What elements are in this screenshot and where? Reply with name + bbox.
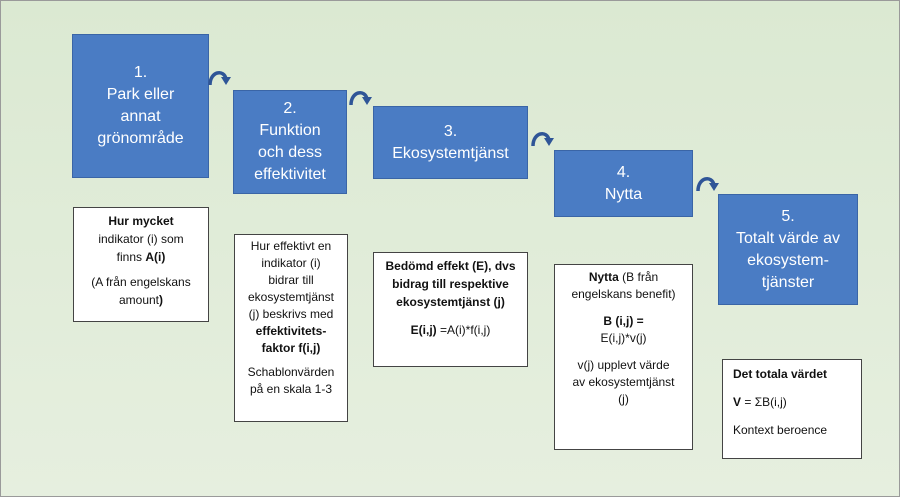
curved-arrow-icon (208, 71, 231, 86)
note-5-line-3: Kontext beroence (733, 423, 828, 437)
step-3-line-1: Ekosystemtjänst (392, 144, 509, 162)
note-1-line-2: indikator (i) som (98, 232, 184, 246)
step-5-line-2: ekosystem- (747, 251, 829, 269)
note-2-tail-1: Schablonvärden (247, 365, 335, 379)
note-1-symbol: A(i) (145, 250, 166, 264)
step-1-line-2: annat (120, 108, 161, 125)
step-1-line-1: Park eller (106, 86, 175, 103)
step-5-line-3: tjänster (761, 273, 815, 291)
note-1: Hur mycket indikator (i) som finns A(i) … (73, 207, 209, 322)
note-2-line-2: indikator (i) (261, 256, 321, 270)
step-1-line-3: grönområde (97, 130, 184, 147)
step-2-line-2: och dess (257, 144, 323, 161)
note-5: Det totala värdet V = ΣB(i,j) Kontext be… (722, 359, 862, 459)
note-2-line-4: ekosystemtjänst (247, 290, 335, 304)
note-3-formula: =A(i)*f(i,j) (436, 323, 491, 337)
note-4-heading-rest: (B från (618, 270, 659, 284)
note-4-line-2: engelskans benefit) (571, 287, 676, 301)
note-5-symbol: V (733, 395, 742, 409)
note-1-heading: Hur mycket (108, 214, 174, 228)
note-3-bold-3: ekosystemtjänst (j) (396, 295, 505, 309)
note-2-bold-2: faktor f(i,j) (261, 341, 321, 355)
step-5-number: 5. (781, 207, 795, 225)
step-2-line-3: effektivitet (254, 166, 326, 183)
note-3-bold-1: Bedömd effekt (E), dvs (385, 259, 516, 273)
step-4-number: 4. (616, 163, 631, 181)
step-2-box: 2. Funktion och dess effektivitet (233, 90, 347, 194)
note-3-formula-symbol: E(i,j) (410, 323, 437, 337)
note-2-line-5: (j) beskrivs med (248, 307, 334, 321)
curved-arrow-icon (696, 177, 719, 192)
note-5-formula: = ΣB(i,j) (741, 395, 787, 409)
note-1-line-5: amount (118, 293, 160, 307)
note-4-formula-label: B (i,j) = (603, 314, 644, 328)
step-1-box: 1. Park eller annat grönområde (72, 34, 209, 178)
step-4-box: 4. Nytta (554, 150, 693, 217)
note-4-heading: Nytta (588, 270, 619, 284)
step-5-box: 5. Totalt värde av ekosystem- tjänster (718, 194, 858, 305)
curved-arrow-icon (349, 91, 372, 106)
note-1-paren: ) (159, 293, 164, 307)
note-1-line-4: (A från engelskans (91, 275, 191, 289)
note-4-line-5: v(j) upplevt värde (577, 358, 670, 372)
note-4-formula: E(i,j)*v(j) (600, 331, 647, 345)
note-3-bold-2: bidrag till respektive (392, 277, 509, 291)
note-2-line-3: bidrar till (268, 273, 314, 287)
note-2-tail-2: på en skala 1-3 (249, 382, 333, 396)
note-2-line-1: Hur effektivt en (250, 239, 332, 253)
note-2-bold-1: effektivitets- (255, 324, 327, 338)
note-4: Nytta (B från engelskans benefit) B (i,j… (554, 264, 693, 450)
step-1-number: 1. (133, 64, 148, 81)
step-4-line-1: Nytta (604, 185, 643, 203)
step-2-line-1: Funktion (259, 122, 321, 139)
note-5-heading: Det totala värdet (733, 367, 828, 381)
step-3-number: 3. (443, 122, 458, 140)
note-2: Hur effektivt en indikator (i) bidrar ti… (234, 234, 348, 422)
step-2-number: 2. (283, 100, 297, 117)
curved-arrow-icon (531, 132, 554, 147)
note-3: Bedömd effekt (E), dvs bidrag till respe… (373, 252, 528, 367)
step-5-line-1: Totalt värde av (735, 229, 841, 247)
note-4-line-7: (j) (618, 392, 629, 406)
note-1-line-3: finns (116, 250, 146, 264)
step-3-box: 3. Ekosystemtjänst (373, 106, 528, 179)
note-4-line-6: av ekosystemtjänst (572, 375, 675, 389)
